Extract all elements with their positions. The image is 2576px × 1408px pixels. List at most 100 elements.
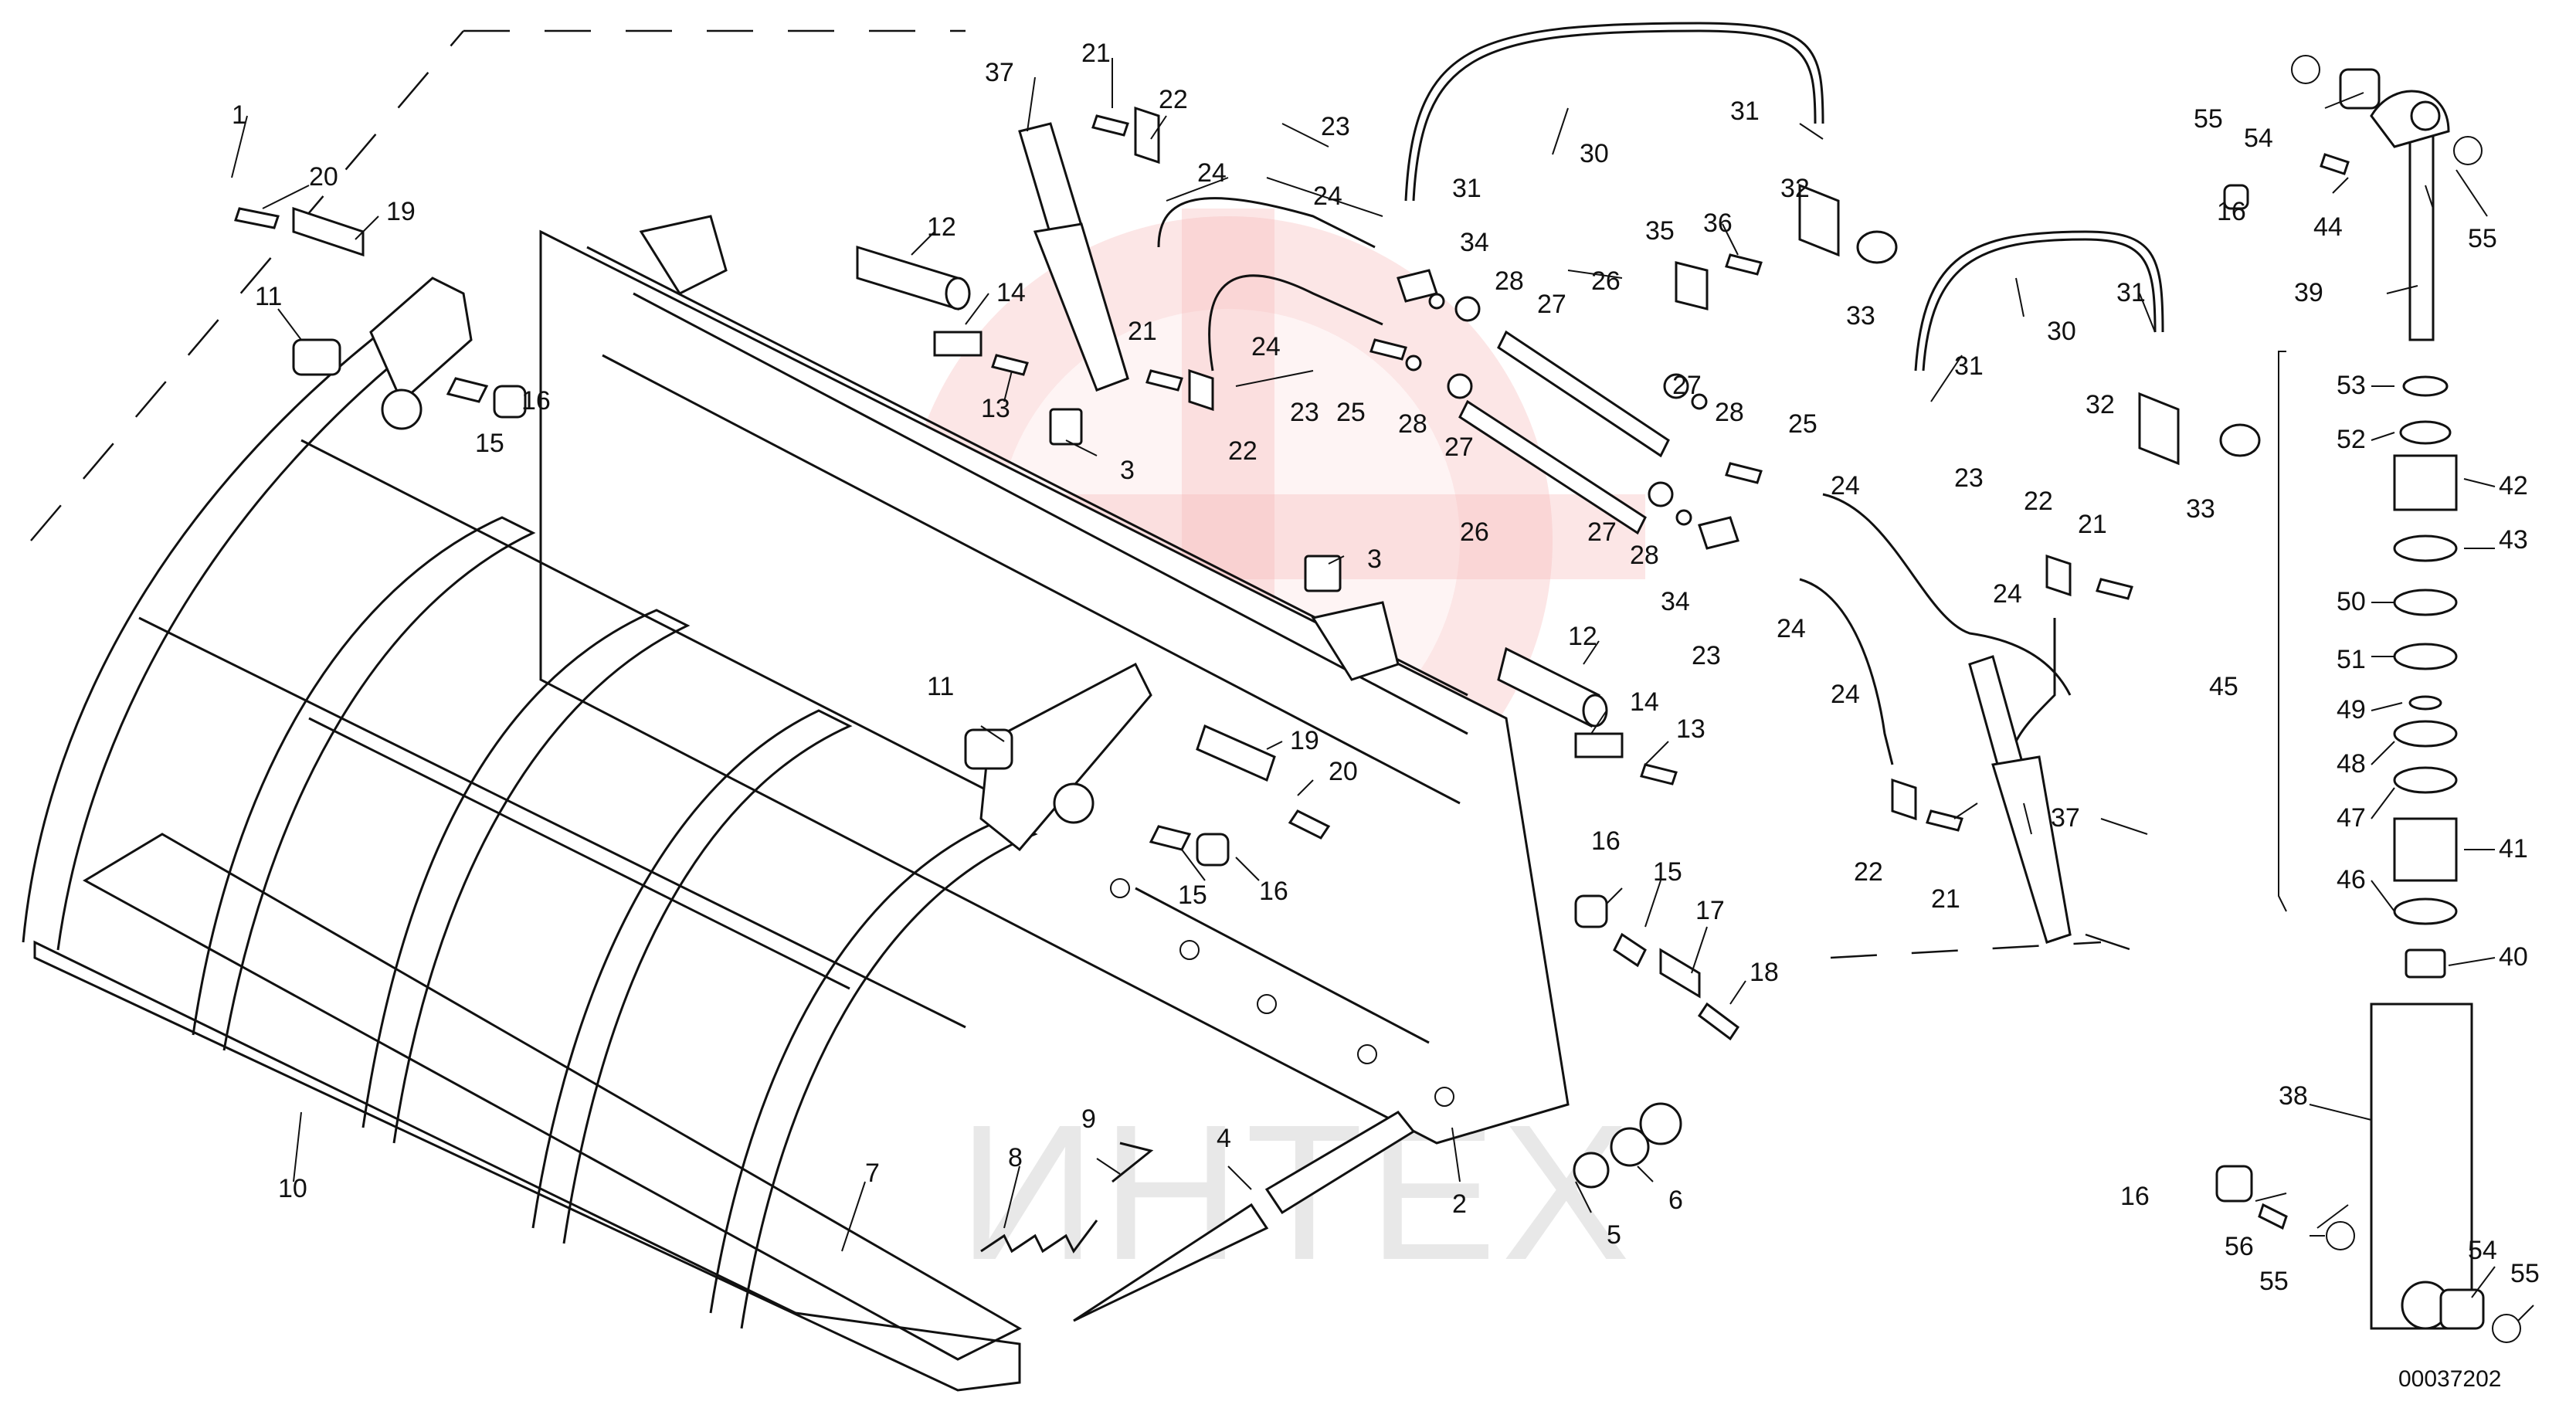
callout-28-d: 28 (1630, 541, 1659, 570)
drawing-number: 00037202 (2398, 1366, 2501, 1392)
fitting-21-d (1926, 809, 1963, 832)
callout-3-lower: 3 (1367, 545, 1382, 574)
pin-4 (1264, 1111, 1416, 1215)
callouts: 1 2 3 3 4 5 6 7 8 9 10 11 11 12 12 13 13… (232, 39, 2540, 1296)
callout-19-lower: 19 (1290, 726, 1319, 755)
callout-50: 50 (2337, 587, 2366, 616)
circlip-55-d (2492, 1314, 2521, 1343)
fitting-21-a (1091, 114, 1129, 137)
bolt-13-upper (991, 354, 1029, 376)
ring-52 (2399, 420, 2452, 445)
pivot-lug-lower (1311, 601, 1400, 681)
callout-25-b: 25 (1788, 409, 1817, 439)
callout-32-lower: 32 (2086, 390, 2115, 419)
callout-24-e: 24 (1993, 579, 2022, 609)
tube-26-lower (1458, 399, 1647, 535)
callout-3-upper: 3 (1120, 456, 1135, 485)
hydraulic-hoses (1091, 22, 2261, 832)
seal-27-d (1648, 481, 1674, 507)
callout-44: 44 (2313, 212, 2343, 242)
circlip-55-b (2453, 136, 2483, 165)
clamp-35 (1675, 261, 1709, 310)
callout-26-upper: 26 (1591, 266, 1621, 296)
callout-37-lower: 37 (2051, 803, 2080, 833)
callout-56: 56 (2225, 1232, 2254, 1261)
callout-22-d: 22 (1854, 857, 1883, 887)
gland-42 (2393, 454, 2458, 511)
callout-24-g: 24 (1831, 680, 1860, 709)
fitting-21-c (2096, 578, 2133, 600)
hose-23-d (1799, 578, 1894, 765)
washer-5 (1573, 1152, 1610, 1189)
callout-18: 18 (1750, 958, 1779, 987)
callout-15-middle: 15 (1178, 880, 1207, 910)
callout-12-lower: 12 (1568, 622, 1597, 651)
callout-23-c: 23 (1954, 463, 1984, 493)
callout-27-a: 27 (1537, 290, 1566, 319)
callout-55-c: 55 (2259, 1267, 2289, 1296)
bushing-16-a (493, 385, 527, 419)
callout-31-b: 31 (1730, 97, 1760, 126)
callout-13-upper: 13 (981, 394, 1010, 423)
callout-16-lower: 16 (1591, 826, 1621, 856)
cross-tube-low (308, 717, 850, 990)
hose-23-b (1208, 274, 1383, 372)
elbow-22-d (1891, 778, 1917, 821)
callout-35: 35 (1645, 216, 1675, 246)
callout-32-upper: 32 (1780, 174, 1810, 203)
tine-2 (192, 516, 536, 1051)
seal-27-a (1454, 296, 1481, 322)
callout-15-upper: 15 (475, 429, 504, 458)
bushing-54-top (2339, 68, 2381, 110)
callout-39: 39 (2294, 278, 2323, 307)
keeper-19-lower (1196, 724, 1276, 782)
callout-28-a: 28 (1495, 266, 1524, 296)
callout-1: 1 (232, 100, 246, 130)
bracket-right (979, 662, 1152, 852)
bracket-17 (1659, 948, 1701, 999)
callout-51: 51 (2337, 645, 2366, 674)
callout-41: 41 (2499, 834, 2528, 863)
callout-37-upper: 37 (985, 58, 1014, 87)
cross-tube-mid (138, 616, 966, 1029)
callout-7: 7 (865, 1159, 880, 1188)
bushing-11-upper (292, 338, 341, 376)
callout-16-middle: 16 (1259, 877, 1288, 906)
callout-22-b: 22 (1228, 436, 1257, 466)
wear-pad-3-lower (1304, 555, 1342, 592)
callout-54-top: 54 (2244, 124, 2273, 153)
nut-6a (1610, 1127, 1650, 1167)
callout-47: 47 (2337, 803, 2366, 833)
callout-33-upper: 33 (1846, 301, 1875, 331)
keeper-19-upper (292, 206, 365, 257)
bolt-20-upper (234, 207, 280, 229)
cap-33-upper (1856, 230, 1898, 264)
callout-28-c: 28 (1715, 398, 1744, 427)
rod-39 (2408, 122, 2435, 341)
callout-17: 17 (1695, 896, 1725, 925)
bolt-18 (1697, 1002, 1740, 1041)
callout-21-c: 21 (2078, 510, 2107, 539)
oring-28-c (1691, 393, 1708, 410)
grapple-bucket (22, 215, 1570, 1392)
seal-27-c (1663, 373, 1689, 399)
callout-14-lower: 14 (1630, 687, 1659, 717)
callout-9: 9 (1081, 1104, 1096, 1134)
bucket-floor (33, 940, 1021, 1392)
callout-5: 5 (1607, 1220, 1621, 1250)
callout-30-lower: 30 (2047, 317, 2076, 346)
circlip-55-a (2291, 55, 2320, 84)
coupling-32-upper (1798, 183, 1840, 257)
adapter-25-b (1725, 462, 1763, 484)
callout-42: 42 (2499, 471, 2528, 500)
hose-23-c (1822, 493, 2072, 696)
cap-33-lower (2219, 423, 2261, 457)
bracket-45 (2278, 351, 2287, 912)
callout-20-lower: 20 (1329, 757, 1358, 786)
callout-25-a: 25 (1336, 398, 1366, 427)
nut-40 (2405, 948, 2446, 979)
callout-38: 38 (2279, 1081, 2308, 1111)
oring-28-a (1428, 293, 1445, 310)
callout-20-upper: 20 (309, 162, 338, 192)
